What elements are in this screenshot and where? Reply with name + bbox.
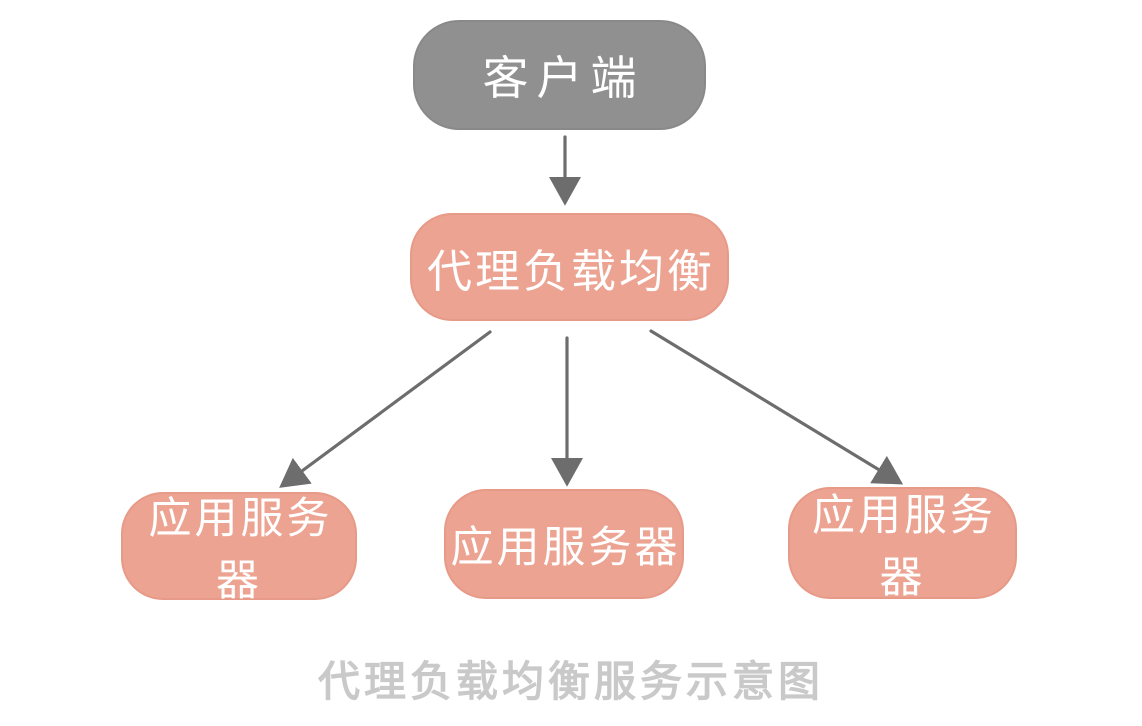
node-app-server-3: 应用服务器	[788, 487, 1017, 603]
node-app-server-1: 应用服务器	[121, 492, 357, 606]
node-proxy-label: 代理负载均衡	[426, 244, 715, 298]
node-app-server-2-label: 应用服务器	[450, 523, 681, 573]
node-proxy-load-balancer: 代理负载均衡	[410, 213, 729, 321]
node-client: 客户端	[413, 20, 706, 130]
node-app-server-2: 应用服务器	[444, 489, 684, 599]
node-app-server-1-label: 应用服务器	[148, 494, 333, 606]
arrow-proxy-to-server-1	[279, 330, 492, 488]
arrow-proxy-to-server-3	[649, 329, 904, 485]
diagram-caption: 代理负载均衡服务示意图	[317, 657, 824, 706]
node-client-label: 客户端	[482, 51, 645, 105]
node-app-server-3-label: 应用服务器	[812, 491, 996, 603]
